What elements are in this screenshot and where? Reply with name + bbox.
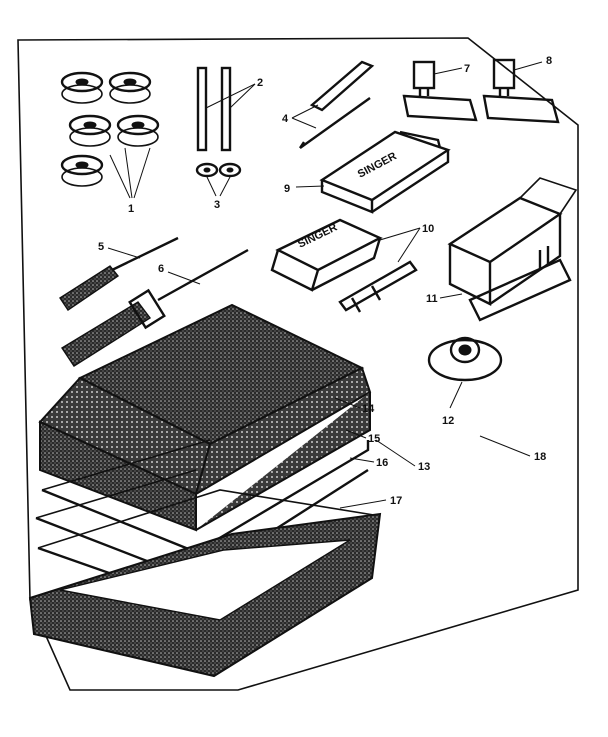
callout-8: 8 [546,55,552,67]
large-screwdriver-part [61,248,249,367]
bobbins-part [60,71,160,199]
callout-9: 9 [284,183,290,195]
cover-assembly-part [28,303,531,678]
bobbin-case-part [427,336,503,409]
callout-6: 6 [158,263,164,275]
spool-pins-part [196,66,256,152]
callout-1: 1 [128,203,134,215]
callout-labels: 1 2 3 4 5 6 7 8 9 10 11 12 13 14 15 16 1… [98,55,552,507]
callout-10: 10 [422,223,434,235]
small-screwdriver-part [59,236,179,311]
callout-3: 3 [214,199,220,211]
callout-4: 4 [282,113,289,125]
needle-pack-part: SINGER [295,130,451,214]
presser-foot-7-part [402,60,478,122]
needle-box-brand-label: SINGER [296,221,339,250]
seam-ripper-part [291,60,375,149]
callout-12: 12 [442,415,454,427]
needle-box-part: SINGER [270,218,421,313]
callout-2: 2 [257,77,263,89]
callout-15: 15 [368,433,380,445]
callout-17: 17 [390,495,402,507]
callout-16: 16 [376,457,388,469]
presser-foot-8-part [482,58,560,124]
callout-5: 5 [98,241,104,253]
callout-11: 11 [426,293,438,305]
callout-13: 13 [418,461,430,473]
callout-14: 14 [362,403,375,415]
callout-7: 7 [464,63,470,75]
felt-washers-part [195,162,242,197]
callout-18: 18 [534,451,546,463]
zipper-foot-part [439,177,578,322]
